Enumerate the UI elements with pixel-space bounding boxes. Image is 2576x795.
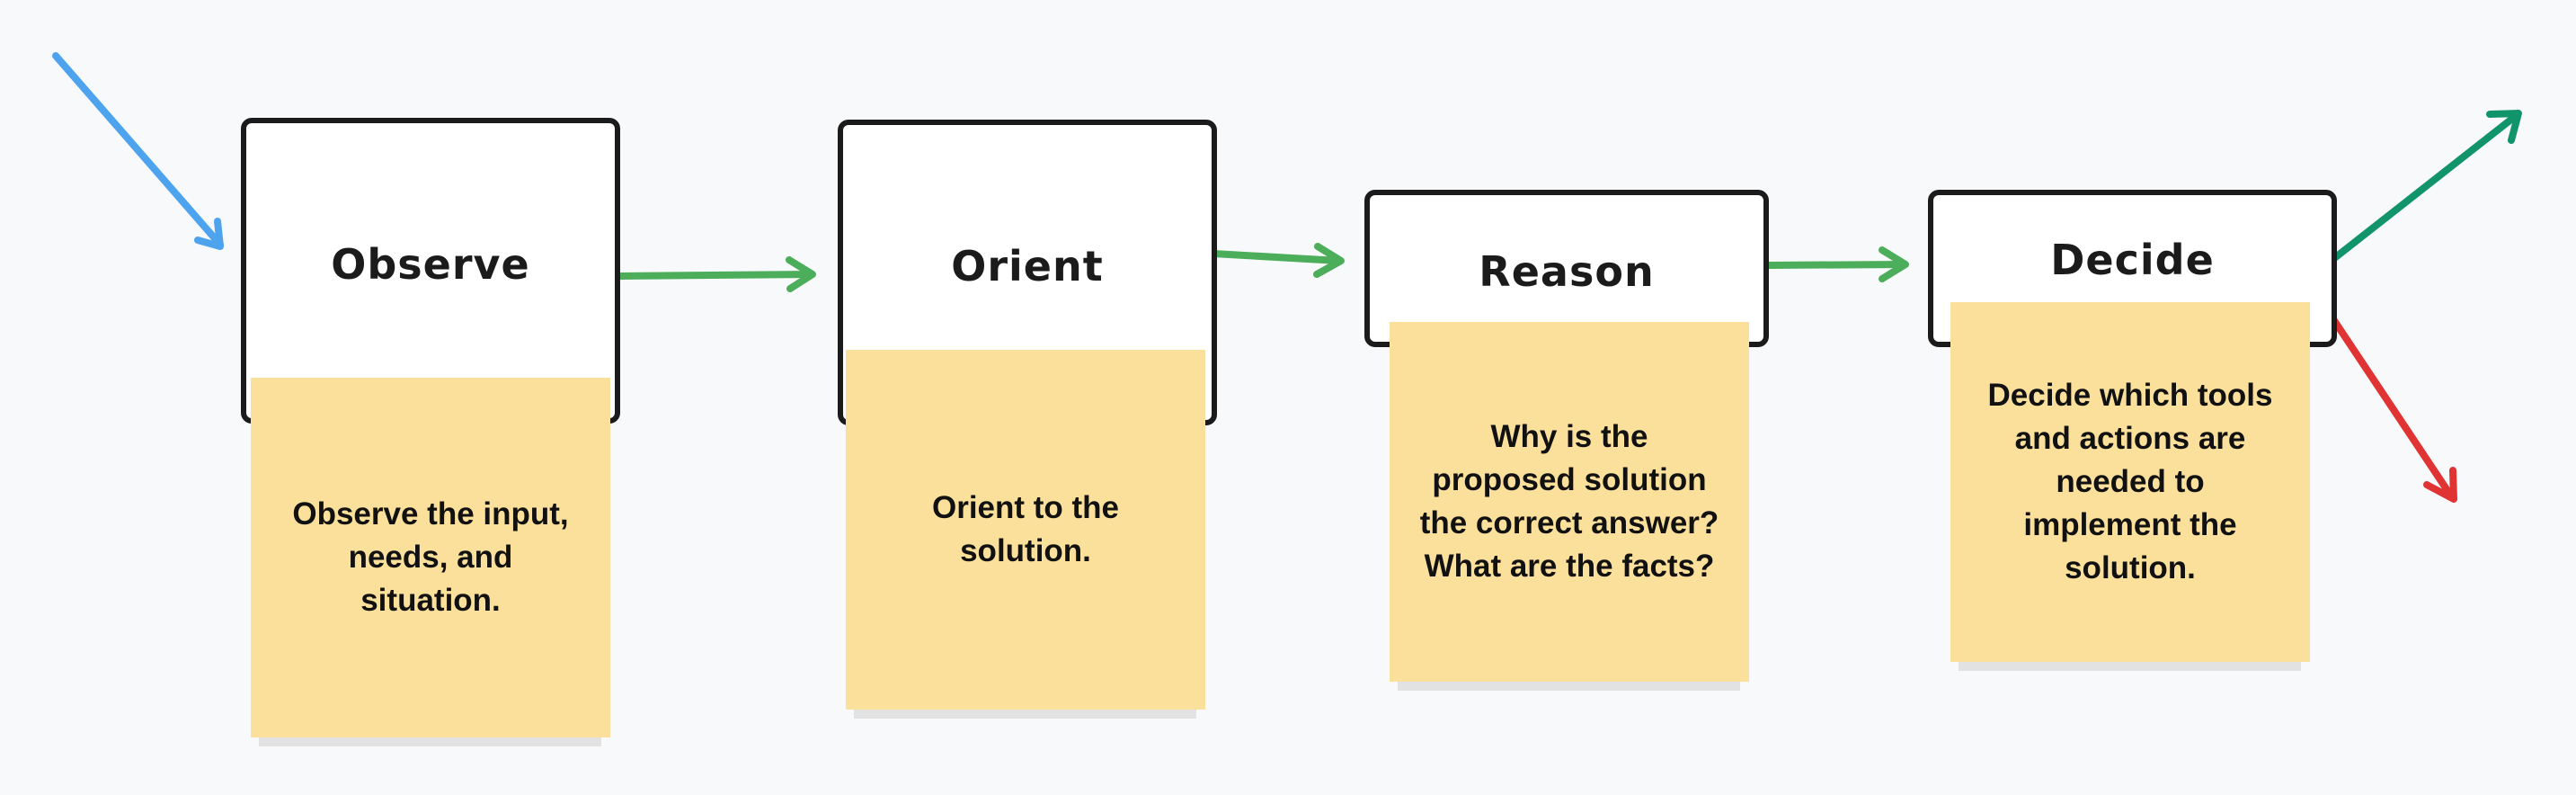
step-title: Observe [331,240,530,289]
arrow-observe-to-orient [615,256,816,292]
step-title: Reason [1479,247,1655,296]
entry-arrow [52,52,224,250]
sticky-note-decide: Decide which tools and actions are neede… [1950,302,2310,662]
exit-arrow-down [2330,316,2457,503]
arrow-reason-to-decide [1763,246,1909,282]
note-text: Why is the proposed solution the correct… [1419,419,1719,584]
sticky-note-observe: Observe the input, needs, and situation. [251,378,610,737]
note-text: Orient to the solution. [931,490,1120,568]
note-text: Observe the input, needs, and situation. [292,496,569,618]
arrow-orient-to-reason [1210,243,1345,278]
exit-arrow-up [2330,110,2522,263]
sticky-note-orient: Orient to the solution. [846,350,1205,710]
step-box-observe: Observe [241,118,620,424]
note-text: Decide which tools and actions are neede… [1987,378,2273,585]
step-title: Orient [951,242,1104,290]
step-title: Decide [2050,236,2215,284]
sticky-note-reason: Why is the proposed solution the correct… [1390,322,1749,682]
